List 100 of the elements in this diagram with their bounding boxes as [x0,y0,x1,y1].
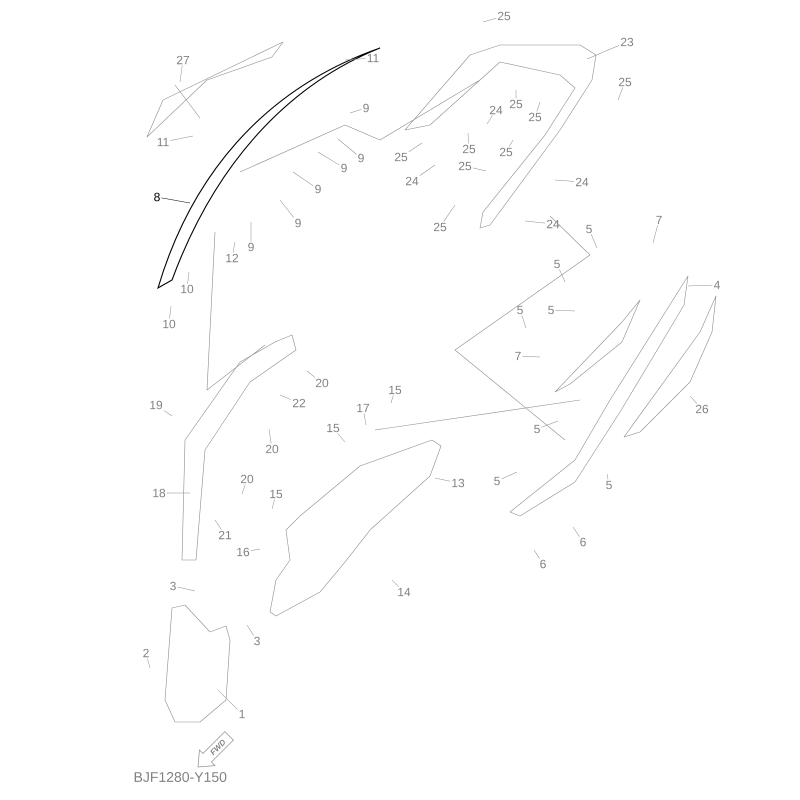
callout-number: 15 [327,424,340,432]
callout-number: 5 [586,224,592,234]
callout-number: 26 [696,404,708,414]
callout-number: 25 [618,78,632,86]
callout-number: 10 [163,320,176,328]
callout-number: 8 [154,192,160,202]
callout-number: 15 [270,490,282,498]
leader-line [390,395,394,404]
callout-number: 25 [510,100,522,108]
callout-number: 6 [540,560,546,568]
callout-number: 5 [534,424,540,434]
leader-line [591,234,598,248]
leader-line [586,45,620,60]
leader-line [169,306,172,319]
callout-number: 25 [498,12,510,20]
leader-line [246,624,254,636]
callout-number: 25 [528,112,542,122]
leader-line [242,484,246,494]
leader-line [306,370,316,378]
callout-number: 5 [517,306,523,314]
leader-line [536,102,540,112]
callout-number: 3 [254,636,260,646]
leader-line [482,18,496,22]
leader-line [147,658,150,668]
callout-number: 6 [580,538,586,546]
callout-number: 24 [490,106,502,114]
callout-number: 21 [218,530,232,540]
leader-line [541,420,558,428]
callout-number: 20 [266,444,278,454]
leader-line [408,142,422,152]
leader-line [501,472,518,480]
callout-number: 24 [546,220,560,228]
callout-number: 10 [181,284,194,294]
leader-line [292,172,314,186]
leader-line [690,396,698,404]
callout-number: 16 [237,548,250,556]
callout-number: 2 [143,648,149,658]
callout-number: 14 [398,588,410,596]
leader-line [180,65,183,82]
leader-line [392,580,399,587]
callout-number: 11 [368,54,379,62]
leader-line [214,520,222,530]
callout-number: 20 [316,378,328,388]
callout-number: 9 [358,154,364,162]
leader-line [443,204,456,222]
callout-number: 9 [363,104,369,112]
callout-number: 1 [240,710,245,718]
callout-number: 22 [292,398,306,408]
leader-line [350,109,362,114]
callout-number: 24 [406,176,418,186]
leader-line [268,428,272,444]
leader-line [618,87,624,100]
callout-number: 11 [158,138,169,146]
callout-number: 20 [240,474,254,484]
leader-line [508,140,514,147]
leader-line [250,222,252,242]
callout-number: 5 [494,476,500,486]
callout-number: 25 [500,148,512,156]
leader-line [250,548,260,551]
leader-line [486,115,493,124]
leader-line [524,220,546,224]
leader-line [164,410,172,416]
callout-number: 4 [714,280,720,290]
leader-line [272,499,275,510]
leader-line [555,310,576,312]
leader-line [218,690,238,710]
leader-line [344,58,366,60]
leader-line [170,136,194,141]
callout-number: 24 [576,178,588,186]
callout-number: 5 [606,480,612,490]
leader-line [166,492,190,494]
callout-number: 17 [357,404,370,412]
leader-line [559,269,566,282]
leader-line [187,272,190,284]
callout-number: 25 [458,162,472,170]
leader-line [420,164,436,176]
leader-line [337,433,346,442]
leader-line [554,180,574,182]
callout-number: 9 [341,164,347,172]
callout-number: 23 [620,38,634,46]
leader-line [318,152,340,166]
leader-line [522,315,526,328]
leader-line [606,474,608,480]
callout-number: 15 [389,386,402,394]
leader-line [522,356,540,358]
callout-number: 25 [394,152,408,162]
leader-line [472,168,486,172]
callout-number: 9 [315,184,321,194]
callout-number: 12 [226,254,238,262]
callout-number: 9 [248,242,254,252]
callout-number: 7 [515,352,521,360]
callout-number: 3 [170,582,176,590]
callout-number: 7 [656,216,662,224]
leader-line [280,200,294,218]
leader-line [161,198,190,204]
callout-number: 9 [295,218,301,228]
leader-line [534,550,540,559]
leader-line [688,284,713,286]
leader-line [572,526,580,537]
leader-line [232,242,236,253]
